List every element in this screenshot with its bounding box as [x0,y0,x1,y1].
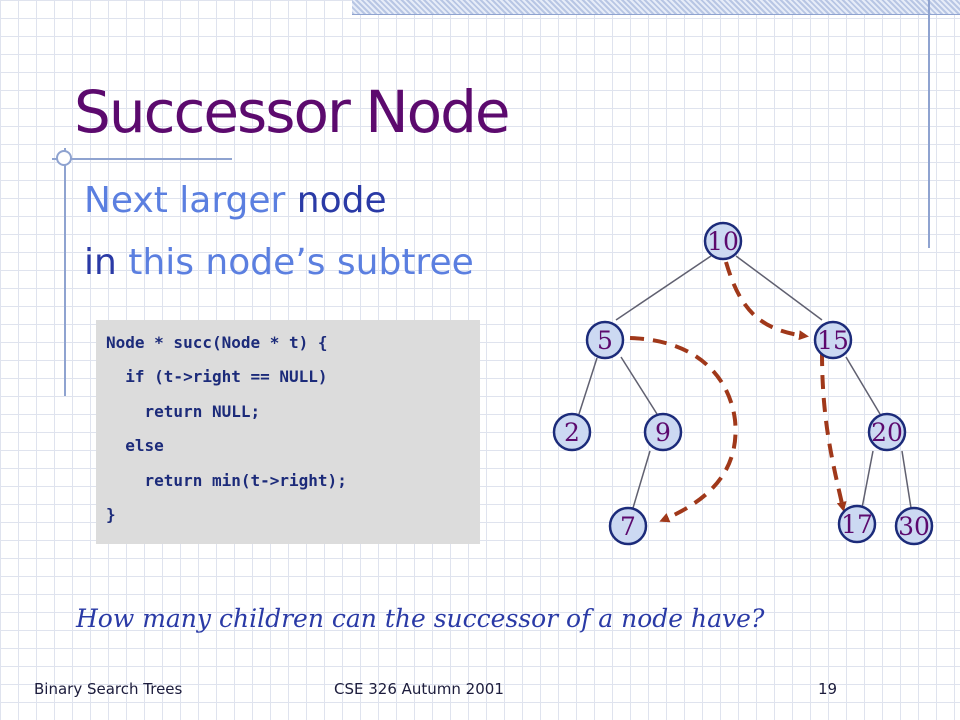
node-17-label: 17 [841,510,873,539]
slide-title: Successor Node [74,78,511,146]
code-line-2: if (t->right == NULL) [106,367,328,387]
right-decorative-line [928,0,930,248]
title-ring-ornament [56,150,72,166]
bullet-1-rest: node [285,180,387,221]
node-7-label: 7 [620,512,636,541]
title-underline [52,158,232,160]
bullet-next-larger: Next larger node [84,180,387,221]
bullet-2-highlight: this node’s subtree [116,242,474,283]
node-7: 7 [608,506,648,546]
node-30: 30 [894,506,934,546]
node-20-label: 20 [871,418,903,447]
arrow-15-to-17 [820,351,847,512]
code-line-3: return NULL; [106,401,261,421]
question-text: How many children can the successor of a… [76,604,765,633]
code-line-5: return min(t->right); [106,470,347,490]
edge-10-5 [615,255,712,321]
tree-edges [578,255,912,509]
edge-20-30 [901,450,912,509]
code-line-1: Node * succ(Node * t) { [106,333,328,352]
edge-5-2 [578,357,598,415]
node-9-label: 9 [655,418,671,447]
node-20: 20 [867,412,907,452]
edge-15-20 [845,356,881,415]
node-2-label: 2 [564,418,580,447]
node-5-label: 5 [597,326,613,355]
node-5: 5 [585,320,625,360]
node-17: 17 [837,504,877,544]
edge-5-9 [620,356,658,415]
arrow-10-to-15 [724,261,809,341]
left-decorative-line [64,148,66,396]
edge-9-7 [632,450,651,509]
code-line-4: else [106,436,164,456]
successor-arrows [629,261,847,523]
edge-20-17 [861,450,874,509]
top-decorative-band [352,0,960,15]
bullet-subtree: in this node’s subtree [84,242,474,283]
node-15-label: 15 [817,326,849,355]
arrow-5-to-7 [629,336,738,523]
footer-page-number: 19 [818,680,838,698]
code-block: Node * succ(Node * t) { if (t->right == … [96,320,480,544]
node-9: 9 [643,412,683,452]
node-10-label: 10 [707,227,739,256]
edge-10-15 [735,255,823,321]
code-line-6: } [106,504,116,524]
node-30-label: 30 [898,512,930,541]
node-2: 2 [552,412,592,452]
footer-course: CSE 326 Autumn 2001 [334,680,504,698]
bullet-1-highlight: Next larger [84,180,286,221]
bullet-2-start: in [84,242,117,283]
node-10: 10 [703,221,743,261]
footer-topic: Binary Search Trees [34,680,183,698]
node-15: 15 [813,320,853,360]
